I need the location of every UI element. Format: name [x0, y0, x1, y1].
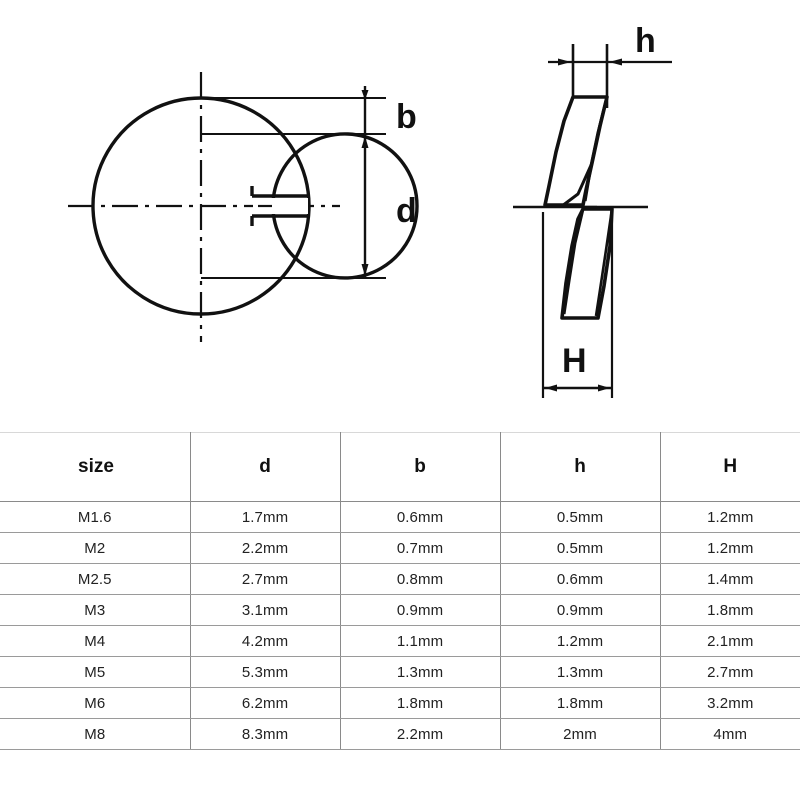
column-header-b: b [340, 432, 501, 502]
washer-section-lower-edge [562, 208, 585, 315]
cell-d: 8.3mm [190, 718, 341, 750]
cell-size: M4 [0, 625, 191, 657]
cell-d: 3.1mm [190, 594, 341, 626]
specification-table-container: size d b h H M1.6 1.7mm 0.6mm 0.5mm 1.2m… [0, 432, 800, 750]
cell-d: 2.7mm [190, 563, 341, 595]
washer-split-gap [250, 186, 309, 226]
cell-d: 6.2mm [190, 687, 341, 719]
dimension-H [541, 212, 614, 398]
table-row: M6 6.2mm 1.8mm 1.8mm 3.2mm [0, 687, 800, 719]
cell-b: 0.8mm [340, 563, 501, 595]
cell-b: 1.3mm [340, 656, 501, 688]
front-view-group: b d [68, 72, 419, 342]
cell-H: 1.2mm [660, 532, 800, 564]
washer-drawings-svg: b d h [68, 22, 672, 398]
cell-H: 2.7mm [660, 656, 800, 688]
column-header-size: size [0, 432, 191, 502]
side-view-group: h [513, 22, 672, 398]
cell-H: 2.1mm [660, 625, 800, 657]
cell-size: M2.5 [0, 563, 191, 595]
dimension-label-h: h [635, 22, 656, 60]
table-row: M2 2.2mm 0.7mm 0.5mm 1.2mm [0, 532, 800, 564]
table-row: M5 5.3mm 1.3mm 1.3mm 2.7mm [0, 656, 800, 688]
cell-h: 0.9mm [500, 594, 661, 626]
table-row: M3 3.1mm 0.9mm 0.9mm 1.8mm [0, 594, 800, 626]
table-row: M2.5 2.7mm 0.8mm 0.6mm 1.4mm [0, 563, 800, 595]
cell-size: M8 [0, 718, 191, 750]
column-header-H: H [660, 432, 800, 502]
cell-d: 1.7mm [190, 501, 341, 533]
cell-H: 1.4mm [660, 563, 800, 595]
table-body: M1.6 1.7mm 0.6mm 0.5mm 1.2mm M2 2.2mm 0.… [0, 501, 800, 750]
cell-b: 0.9mm [340, 594, 501, 626]
cell-b: 0.7mm [340, 532, 501, 564]
cell-d: 2.2mm [190, 532, 341, 564]
column-header-d: d [190, 432, 341, 502]
cell-h: 1.3mm [500, 656, 661, 688]
washer-section-upper-edge [583, 96, 609, 202]
cell-h: 1.2mm [500, 625, 661, 657]
cell-size: M6 [0, 687, 191, 719]
column-header-h: h [500, 432, 661, 502]
cell-d: 5.3mm [190, 656, 341, 688]
washer-outer-circle [91, 96, 311, 316]
cell-size: M3 [0, 594, 191, 626]
dimension-label-H: H [562, 342, 587, 380]
cell-h: 0.5mm [500, 501, 661, 533]
cell-d: 4.2mm [190, 625, 341, 657]
cell-size: M2 [0, 532, 191, 564]
table-header-row: size d b h H [0, 432, 800, 502]
washer-section-upper-facet [561, 162, 594, 208]
dimension-label-b: b [396, 98, 417, 136]
cell-H: 4mm [660, 718, 800, 750]
cell-h: 2mm [500, 718, 661, 750]
washer-section-upper [543, 95, 609, 207]
cell-H: 3.2mm [660, 687, 800, 719]
technical-drawing-area: b d h [68, 22, 672, 398]
cell-b: 0.6mm [340, 501, 501, 533]
cell-b: 1.8mm [340, 687, 501, 719]
dimension-d [361, 134, 369, 278]
washer-inner-circle [271, 132, 419, 280]
cell-H: 1.8mm [660, 594, 800, 626]
cell-size: M1.6 [0, 501, 191, 533]
cell-h: 1.8mm [500, 687, 661, 719]
dimension-label-d: d [396, 192, 417, 230]
specification-table: size d b h H M1.6 1.7mm 0.6mm 0.5mm 1.2m… [0, 432, 800, 750]
table-row: M4 4.2mm 1.1mm 1.2mm 2.1mm [0, 625, 800, 657]
table-head: size d b h H [0, 432, 800, 502]
cell-b: 1.1mm [340, 625, 501, 657]
cell-h: 0.5mm [500, 532, 661, 564]
cell-size: M5 [0, 656, 191, 688]
washer-section-lower-facet [594, 208, 614, 317]
cell-H: 1.2mm [660, 501, 800, 533]
table-row: M1.6 1.7mm 0.6mm 0.5mm 1.2mm [0, 501, 800, 533]
dimension-b [361, 86, 369, 134]
table-row: M8 8.3mm 2.2mm 2mm 4mm [0, 718, 800, 750]
cell-h: 0.6mm [500, 563, 661, 595]
cell-b: 2.2mm [340, 718, 501, 750]
